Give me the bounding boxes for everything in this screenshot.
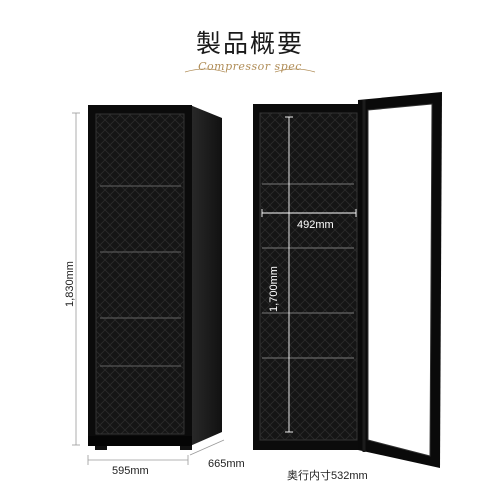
fridge-glass-door: [96, 114, 184, 434]
inner-depth-label: 奥行内寸532mm: [287, 470, 368, 482]
fridge-interior: [260, 113, 357, 440]
fridge-side-panel: [190, 105, 222, 446]
inner-width-label: 492mm: [297, 219, 334, 231]
dimension-lines-right: [261, 116, 357, 433]
inner-height-label: 1,700mm: [268, 266, 280, 312]
ornament-icon: [184, 68, 316, 73]
fridge-shelves: [100, 185, 181, 367]
page-subtitle: Compressor spec: [198, 60, 302, 73]
height-label: 1,830mm: [64, 261, 76, 307]
fridge-open-shelves: [262, 183, 354, 359]
dimension-lines-left: [72, 112, 225, 465]
fridge-closed: [88, 105, 222, 450]
width-label: 595mm: [112, 465, 149, 477]
page-title: 製品概要: [195, 29, 304, 58]
fridge-open: [253, 92, 442, 468]
depth-label: 665mm: [208, 458, 245, 470]
